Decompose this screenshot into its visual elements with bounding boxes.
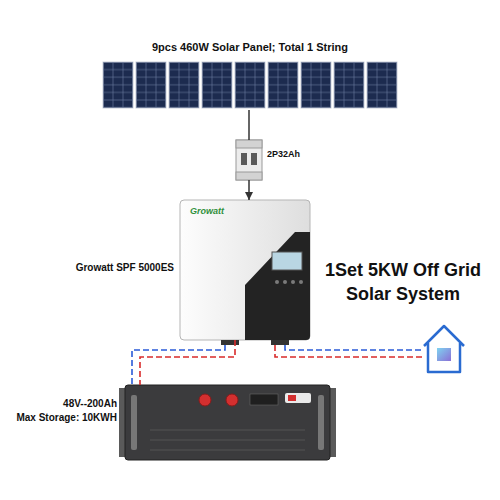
- battery-cable: [140, 340, 235, 385]
- cable-wires: [132, 345, 424, 385]
- house-icon: [424, 326, 464, 372]
- component-label: 9pcs 460W Solar Panel; Total 1 String: [100, 41, 400, 55]
- diagram-title: 1Set 5KW Off Grid Solar System: [318, 258, 488, 306]
- component-label: 48V--200Ah: [63, 398, 117, 411]
- inverter: [180, 200, 310, 345]
- solar-panel-array: 9pcs 460W Solar Panel; Total 1 String: [100, 60, 400, 110]
- battery-unit: 48V--200AhMax Storage: 10KWH: [125, 385, 330, 460]
- brand-logo-text: Growatt: [190, 206, 224, 216]
- pv-cable: [248, 180, 250, 200]
- inverter-unit: Growatt SPF 5000ES: [180, 200, 310, 340]
- component-label: 2P32Ah: [267, 149, 300, 160]
- component-label: Growatt SPF 5000ES: [76, 262, 174, 275]
- battery-pack: [119, 385, 336, 460]
- component-label: Max Storage: 10KWH: [16, 412, 117, 425]
- pv-cable: [248, 110, 250, 140]
- solar-panels: [103, 62, 397, 108]
- circuit-breaker: 2P32Ah: [236, 140, 262, 180]
- circuit-breaker: [236, 140, 262, 180]
